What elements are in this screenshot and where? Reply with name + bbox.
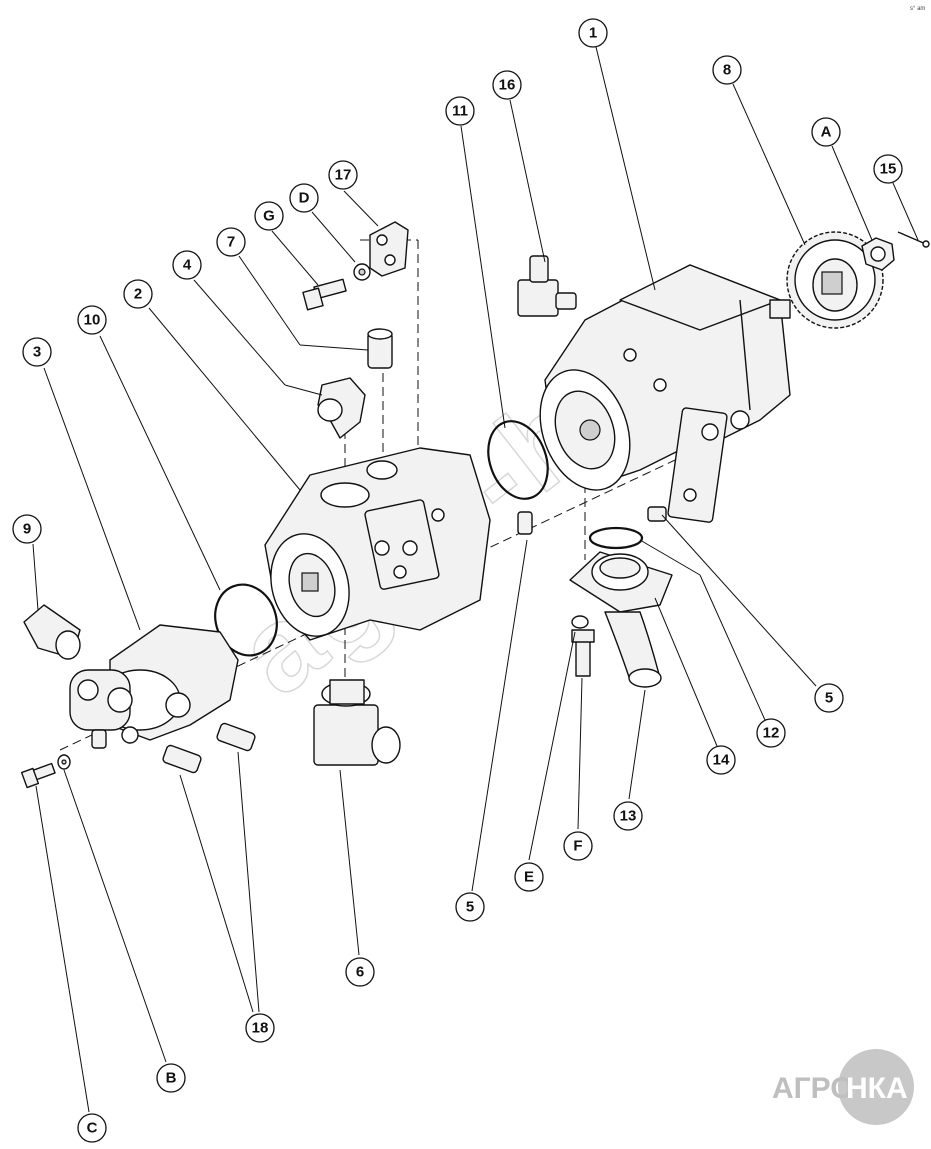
svg-text:15: 15 — [880, 161, 897, 178]
callout-17: 17 — [328, 160, 358, 190]
callout-C: C — [77, 1113, 107, 1143]
callout-5-center: 5 — [455, 892, 485, 922]
svg-text:13: 13 — [620, 808, 637, 825]
callout-7: 7 — [216, 227, 246, 257]
callout-8: 8 — [712, 55, 742, 85]
agronka-logo: АГРО НКА — [772, 1049, 914, 1125]
callout-16: 16 — [492, 70, 522, 100]
plug-5-center — [517, 511, 533, 535]
suction-pipe-13 — [604, 611, 662, 688]
callout-D: D — [289, 183, 319, 213]
callout-6: 6 — [345, 957, 375, 987]
callout-1: 1 — [578, 18, 608, 48]
svg-text:D: D — [299, 190, 310, 207]
svg-text:B: B — [166, 1070, 177, 1087]
callout-10: 10 — [77, 305, 107, 335]
svg-text:A: A — [821, 124, 832, 141]
callout-5-right: 5 — [814, 683, 844, 713]
svg-text:18: 18 — [252, 1020, 269, 1037]
callout-E: E — [514, 862, 544, 892]
callout-18: 18 — [245, 1013, 275, 1043]
main-pump-body — [539, 264, 791, 523]
cotter-pin — [897, 231, 930, 248]
o-ring-10 — [214, 583, 278, 657]
svg-text:3: 3 — [33, 344, 41, 361]
callout-4: 4 — [172, 250, 202, 280]
callout-14: 14 — [706, 745, 736, 775]
svg-text:C: C — [87, 1120, 98, 1137]
svg-text:6: 6 — [356, 964, 364, 981]
callout-15: 15 — [873, 154, 903, 184]
svg-text:E: E — [524, 869, 534, 886]
callout-12: 12 — [756, 718, 786, 748]
svg-text:11: 11 — [452, 103, 468, 120]
svg-text:5: 5 — [825, 690, 833, 707]
callout-9: 9 — [12, 514, 42, 544]
elbow-fitting-6 — [313, 679, 401, 766]
leader-lines — [32, 46, 919, 1113]
svg-text:17: 17 — [335, 167, 352, 184]
svg-text:8: 8 — [723, 62, 731, 79]
svg-text:9: 9 — [23, 521, 31, 538]
callout-2: 2 — [123, 279, 153, 309]
callout-F: F — [563, 831, 593, 861]
bolt-F — [571, 629, 595, 677]
plug-5-right — [647, 506, 667, 522]
svg-text:5: 5 — [466, 899, 474, 916]
svg-text:2: 2 — [134, 286, 142, 303]
secondary-pump-body — [264, 447, 491, 641]
drive-gear — [786, 231, 884, 329]
bolt-C — [20, 762, 56, 789]
svg-text:16: 16 — [499, 77, 516, 94]
elbow-fitting-16 — [517, 255, 577, 317]
callout-B: B — [156, 1063, 186, 1093]
washer-E — [571, 615, 589, 629]
bolt-G — [302, 278, 347, 311]
svg-text:1: 1 — [589, 25, 597, 42]
svg-text:4: 4 — [183, 257, 192, 274]
o-ring-12 — [588, 526, 644, 550]
callout-3: 3 — [22, 337, 52, 367]
callout-A: A — [811, 117, 841, 147]
svg-text:12: 12 — [763, 725, 780, 742]
hex-nut — [861, 237, 895, 271]
bracket-17 — [369, 221, 409, 277]
fitting-7 — [367, 328, 393, 369]
washer-B — [57, 754, 71, 770]
fitting-9 — [23, 604, 81, 660]
fittings-18 — [162, 722, 256, 774]
svg-text:14: 14 — [713, 752, 730, 769]
callout-11: 11 — [445, 96, 475, 126]
svg-text:10: 10 — [84, 312, 101, 329]
callout-13: 13 — [613, 801, 643, 831]
flange-14 — [569, 551, 673, 613]
svg-text:7: 7 — [227, 234, 235, 251]
svg-text:АГРО: АГРО — [772, 1072, 854, 1105]
corner-mark: s° am — [910, 6, 925, 12]
svg-text:НКА: НКА — [846, 1072, 908, 1105]
washer-D — [353, 263, 371, 281]
callout-G: G — [254, 201, 284, 231]
gear-pump-3 — [69, 624, 239, 749]
elbow-fitting-4 — [317, 377, 366, 439]
svg-text:F: F — [573, 838, 582, 855]
svg-text:G: G — [263, 208, 275, 225]
